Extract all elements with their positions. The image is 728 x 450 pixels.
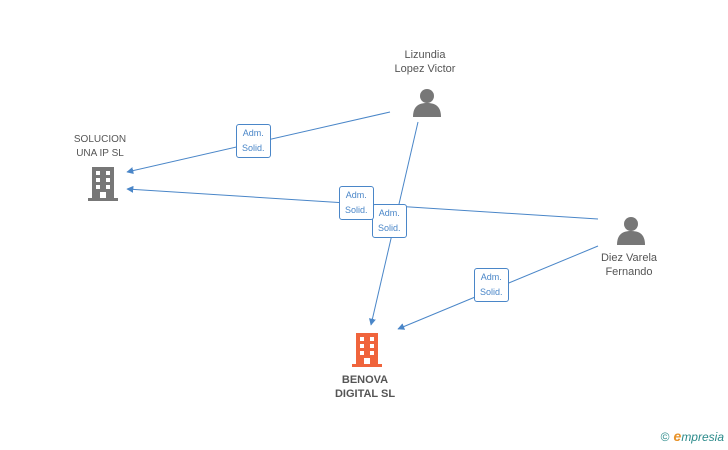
role-line: Adm. [345, 190, 367, 200]
label-line: DIGITAL SL [334, 388, 396, 400]
role-line: Solid. [242, 143, 265, 153]
copyright-symbol: © [660, 430, 670, 444]
role-line: Adm. [242, 128, 264, 138]
role-line: Adm. [378, 208, 400, 218]
edge-label-role[interactable]: Adm. Solid. [236, 124, 271, 158]
building-icon[interactable] [352, 333, 382, 367]
edge-label-role[interactable]: Adm. Solid. [372, 204, 407, 238]
label-line: Lizundia [404, 49, 446, 61]
label-line: SOLUCION [73, 134, 127, 145]
label-line: BENOVA [341, 374, 389, 386]
person-label-lizundia[interactable]: Lizundia Lopez Victor [380, 48, 470, 76]
company-label-benova[interactable]: BENOVA DIGITAL SL [320, 373, 410, 401]
brand-name: mpresia [681, 430, 724, 444]
brand-logo-initial: e [673, 428, 682, 444]
label-line: UNA IP SL [76, 148, 124, 159]
role-line: Adm. [480, 272, 502, 282]
edge-label-role[interactable]: Adm. Solid. [474, 268, 509, 302]
person-label-diez[interactable]: Diez Varela Fernando [584, 251, 674, 279]
role-line: Solid. [378, 223, 401, 233]
label-line: Diez Varela [600, 252, 658, 264]
company-label-solucion[interactable]: SOLUCION UNA IP SL [55, 133, 145, 161]
person-icon[interactable] [617, 217, 645, 245]
role-line: Solid. [480, 287, 503, 297]
building-icon[interactable] [88, 167, 118, 201]
person-icon[interactable] [413, 89, 441, 117]
label-line: Fernando [605, 266, 653, 278]
edge-label-role[interactable]: Adm. Solid. [339, 186, 374, 220]
label-line: Lopez Victor [394, 63, 456, 75]
role-line: Solid. [345, 205, 368, 215]
brand-footer[interactable]: ©empresia [661, 428, 724, 444]
